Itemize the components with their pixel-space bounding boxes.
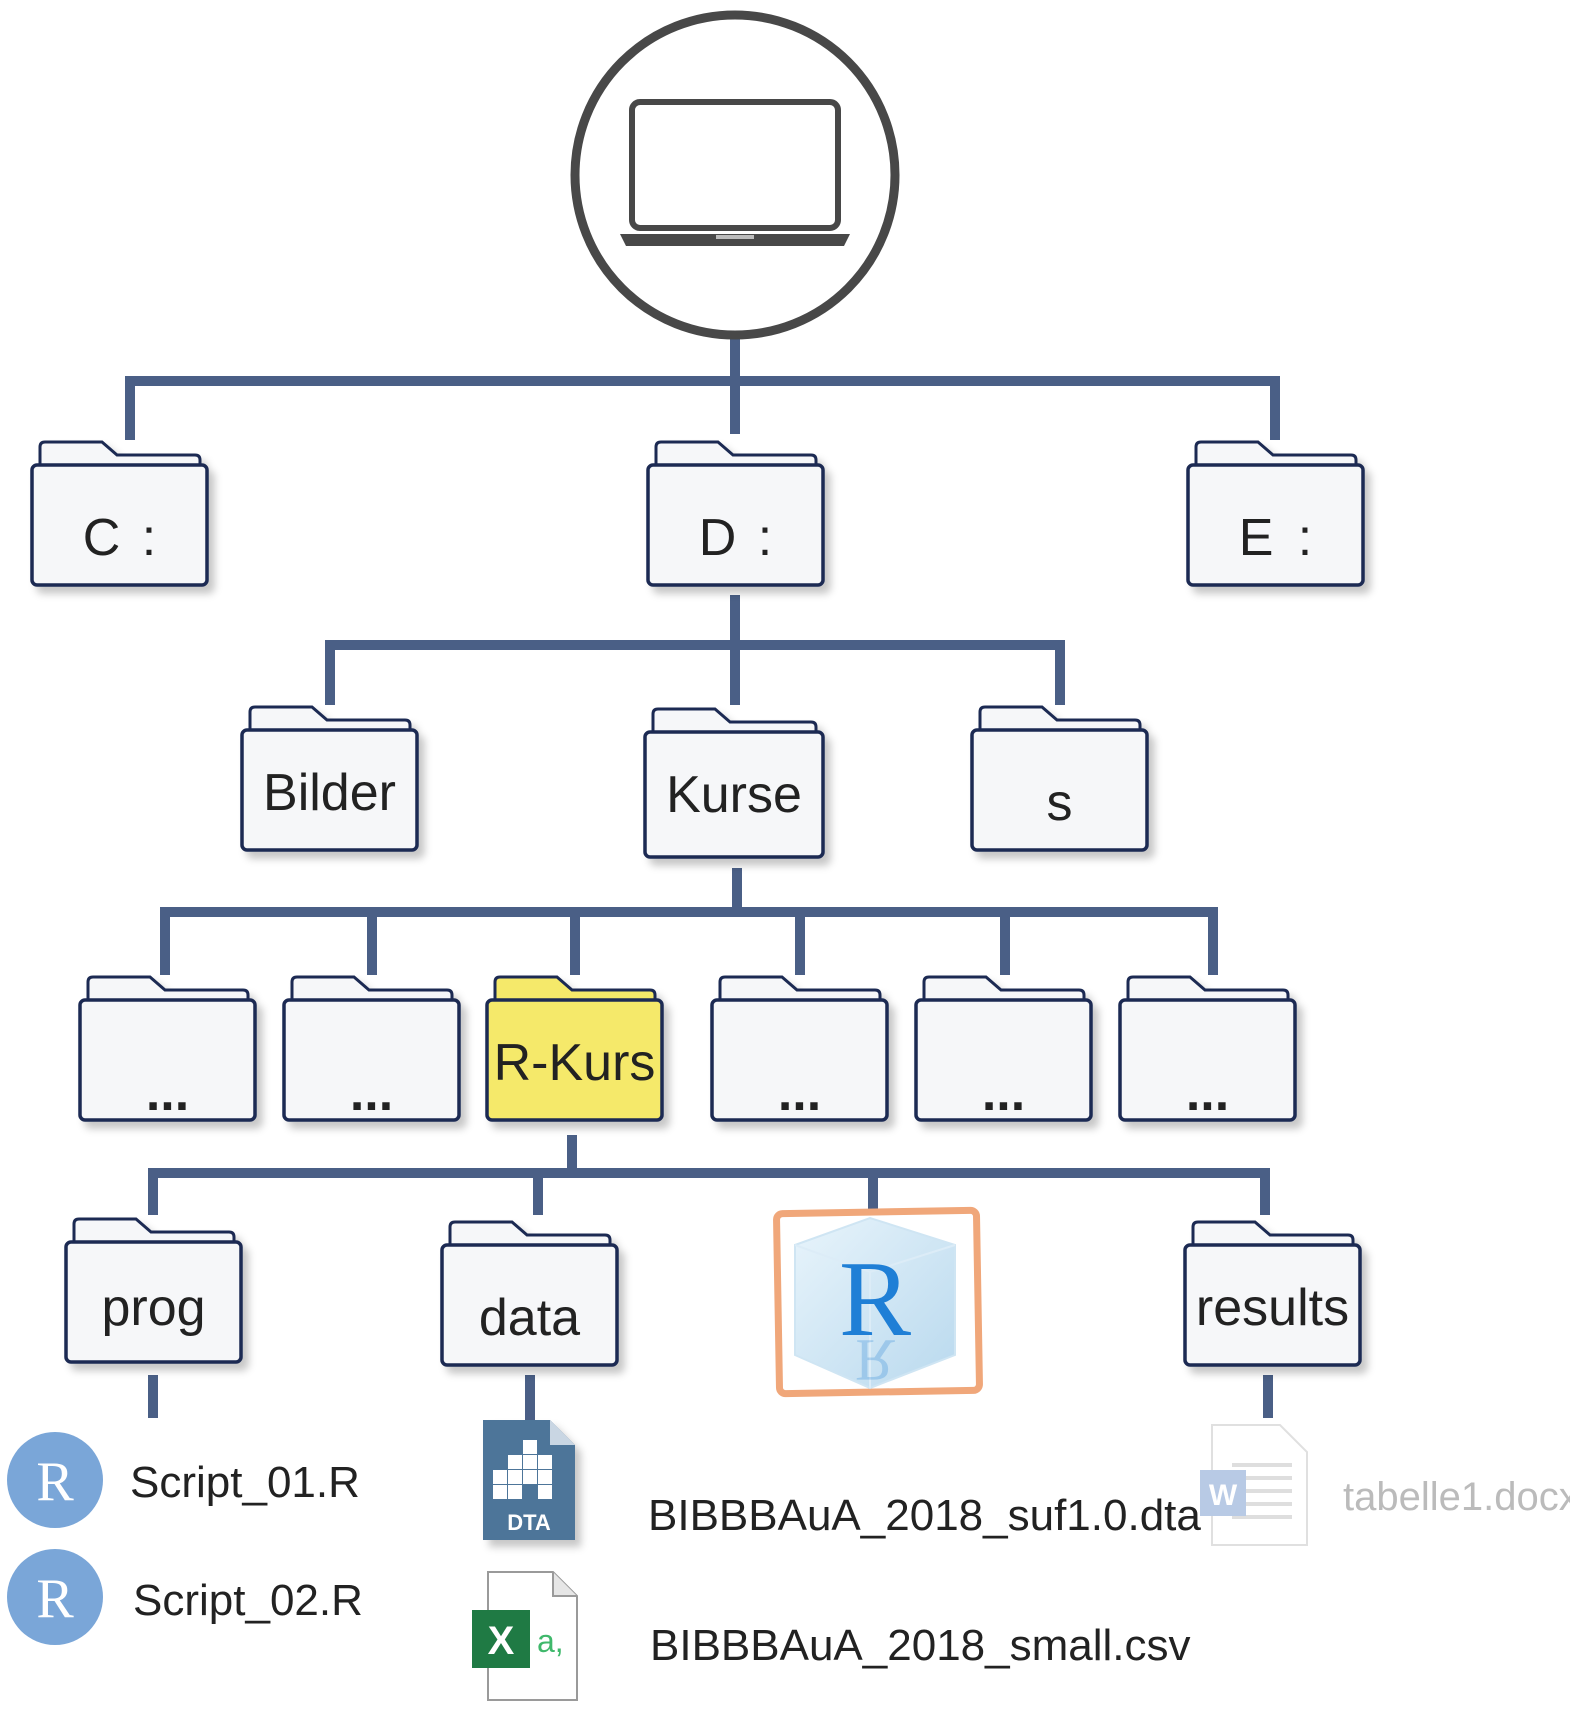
folder-bilder-label: Bilder <box>263 764 396 822</box>
folder-icon <box>643 730 825 859</box>
folder-ellipsis-1[interactable]: ... <box>78 975 257 1122</box>
folder-d[interactable]: D: <box>646 440 825 587</box>
computer-node <box>570 10 900 340</box>
rproject-node[interactable]: R R <box>773 1206 983 1398</box>
csv-file-name: BIBBBAuA_2018_small.csv <box>650 1621 1191 1670</box>
csv-a-glyph: a, <box>537 1623 564 1659</box>
folder-icon-tab <box>922 975 1086 1004</box>
r-file-icon-letter: R <box>36 1451 74 1513</box>
dta-file-name: BIBBBAuA_2018_suf1.0.dta <box>648 1491 1201 1540</box>
folder-icon-tab <box>493 975 657 1004</box>
folder-icon <box>710 998 889 1122</box>
folder-ellipsis-5[interactable]: ... <box>1118 975 1297 1122</box>
folder-icon <box>30 463 209 587</box>
csv-file-icon: X a, <box>472 1571 578 1701</box>
file-dta[interactable]: DTA BIBBBAuA_2018_suf1.0.dta <box>483 1420 1201 1540</box>
folder-data[interactable]: data <box>440 1220 619 1367</box>
folder-icon <box>1183 1243 1362 1367</box>
folder-ellipsis-5-label: ... <box>1186 1064 1229 1122</box>
folder-s-label: s <box>1047 774 1073 832</box>
folder-icon-tab <box>1191 1220 1355 1249</box>
folder-icon-tab <box>448 1220 612 1249</box>
folder-icon-tab <box>38 440 202 469</box>
folder-d-label: D: <box>699 509 773 567</box>
folder-icon <box>1186 463 1365 587</box>
folder-icon <box>485 998 664 1122</box>
r-file-icon-letter: R <box>36 1568 74 1630</box>
excel-x-letter: X <box>488 1619 515 1663</box>
folder-icon-tab <box>654 440 818 469</box>
folder-c[interactable]: C: <box>30 440 209 587</box>
rproject-letter: R <box>839 1240 911 1359</box>
script-02-name: Script_02.R <box>133 1576 363 1625</box>
folder-ellipsis-4[interactable]: ... <box>914 975 1093 1122</box>
folder-ellipsis-3-label: ... <box>778 1064 821 1122</box>
folder-icon <box>914 998 1093 1122</box>
tree-connectors <box>125 335 1280 1430</box>
folder-icon-tab <box>72 1217 236 1246</box>
folder-e[interactable]: E: <box>1186 440 1365 587</box>
folder-ellipsis-3[interactable]: ... <box>710 975 889 1122</box>
dta-file-icon: DTA <box>483 1420 575 1540</box>
rproject-cube-icon <box>794 1216 956 1390</box>
folder-data-label: data <box>479 1289 580 1347</box>
folder-c-label: C: <box>83 509 157 567</box>
folder-kurse-label: Kurse <box>666 766 802 824</box>
folder-nodes: C: D: E: Bilder Kurse s...... R-Kurs......... p… <box>30 440 1365 1367</box>
rproject-letter-reflection: R <box>855 1327 895 1393</box>
file-script-02[interactable]: R Script_02.R <box>7 1549 363 1645</box>
word-file-icon: W <box>1200 1424 1308 1546</box>
folder-ellipsis-2-label: ... <box>350 1064 393 1122</box>
file-script-01[interactable]: R Script_01.R <box>7 1432 360 1528</box>
folder-s[interactable]: s <box>970 705 1149 852</box>
folder-icon <box>64 1240 243 1364</box>
folder-ellipsis-4-label: ... <box>982 1064 1025 1122</box>
folder-icon <box>1118 998 1297 1122</box>
folder-prog-label: prog <box>101 1279 205 1337</box>
file-docx[interactable]: W <box>1200 1424 1308 1546</box>
folder-icon-tab <box>1126 975 1290 1004</box>
file-csv[interactable]: X a, BIBBBAuA_2018_small.csv <box>472 1571 1191 1701</box>
folder-icon <box>646 463 825 587</box>
folder-icon-tab <box>290 975 454 1004</box>
folder-results[interactable]: results <box>1183 1220 1362 1367</box>
script-01-name: Script_01.R <box>130 1458 360 1507</box>
folder-icon-tab <box>978 705 1142 734</box>
folder-icon-tab <box>248 705 412 734</box>
folder-kurse[interactable]: Kurse <box>643 707 825 859</box>
folder-r-kurs-label: R-Kurs <box>494 1034 656 1092</box>
docx-file-name: tabelle1.docx <box>1343 1475 1570 1519</box>
word-w-letter: W <box>1209 1479 1238 1512</box>
folder-icon <box>78 998 257 1122</box>
folder-ellipsis-2[interactable]: ... <box>282 975 461 1122</box>
laptop-icon <box>620 99 850 246</box>
dta-icon-label: DTA <box>507 1510 551 1535</box>
r-file-icon <box>7 1432 103 1528</box>
folder-icon-tab <box>1194 440 1358 469</box>
folder-icon-tab <box>86 975 250 1004</box>
folder-bilder[interactable]: Bilder <box>240 705 419 852</box>
folder-icon <box>282 998 461 1122</box>
folder-icon <box>440 1243 619 1367</box>
folder-prog[interactable]: prog <box>64 1217 243 1364</box>
folder-results-label: results <box>1196 1279 1349 1337</box>
folder-r-kurs[interactable]: R-Kurs <box>485 975 664 1122</box>
folder-ellipsis-1-label: ... <box>146 1064 189 1122</box>
folder-icon <box>970 728 1149 852</box>
folder-icon <box>240 728 419 852</box>
folder-icon-tab <box>651 707 818 736</box>
r-file-icon <box>7 1549 103 1645</box>
folder-icon-tab <box>718 975 882 1004</box>
